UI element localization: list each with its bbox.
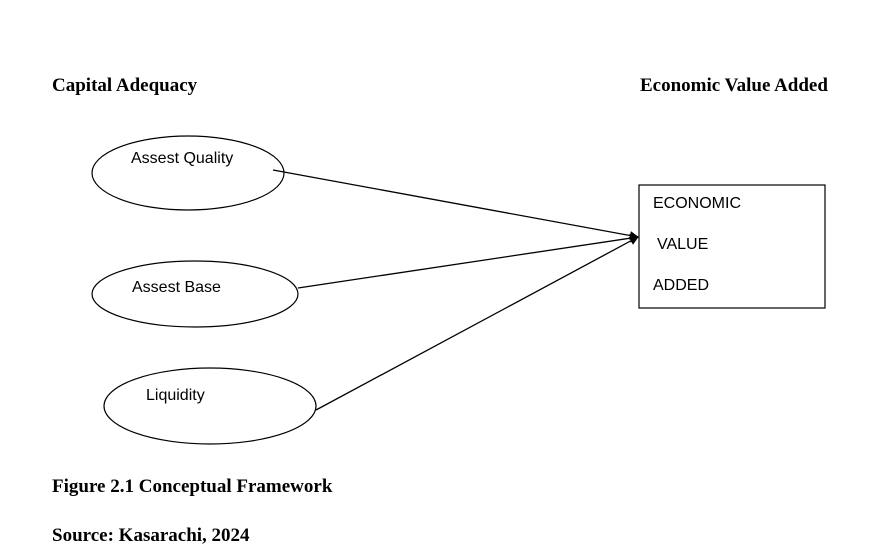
economic-value-added-heading: Economic Value Added: [640, 75, 828, 96]
arrow-asset-base-to-eva: [297, 233, 639, 289]
liquidity-label: Liquidity: [146, 387, 205, 404]
figure-source: Source: Kasarachi, 2024: [52, 525, 250, 546]
economic-value-added-box: [638, 184, 826, 309]
liquidity-ellipse: [103, 367, 317, 445]
box-text-added: ADDED: [653, 277, 710, 294]
capital-adequacy-heading: Capital Adequacy: [52, 75, 198, 96]
asset-base-label: Assest Base: [132, 279, 221, 296]
asset-base-ellipse: [91, 260, 299, 328]
box-text-value: VALUE: [657, 236, 709, 253]
asset-quality-ellipse: [91, 135, 285, 211]
figure-caption: Figure 2.1 Conceptual Framework: [52, 476, 333, 497]
asset-quality-label: Assest Quality: [131, 150, 234, 167]
box-text-economic: ECONOMIC: [653, 195, 741, 212]
arrow-liquidity-to-eva: [315, 236, 639, 411]
arrow-asset-quality-to-eva: [272, 169, 639, 240]
